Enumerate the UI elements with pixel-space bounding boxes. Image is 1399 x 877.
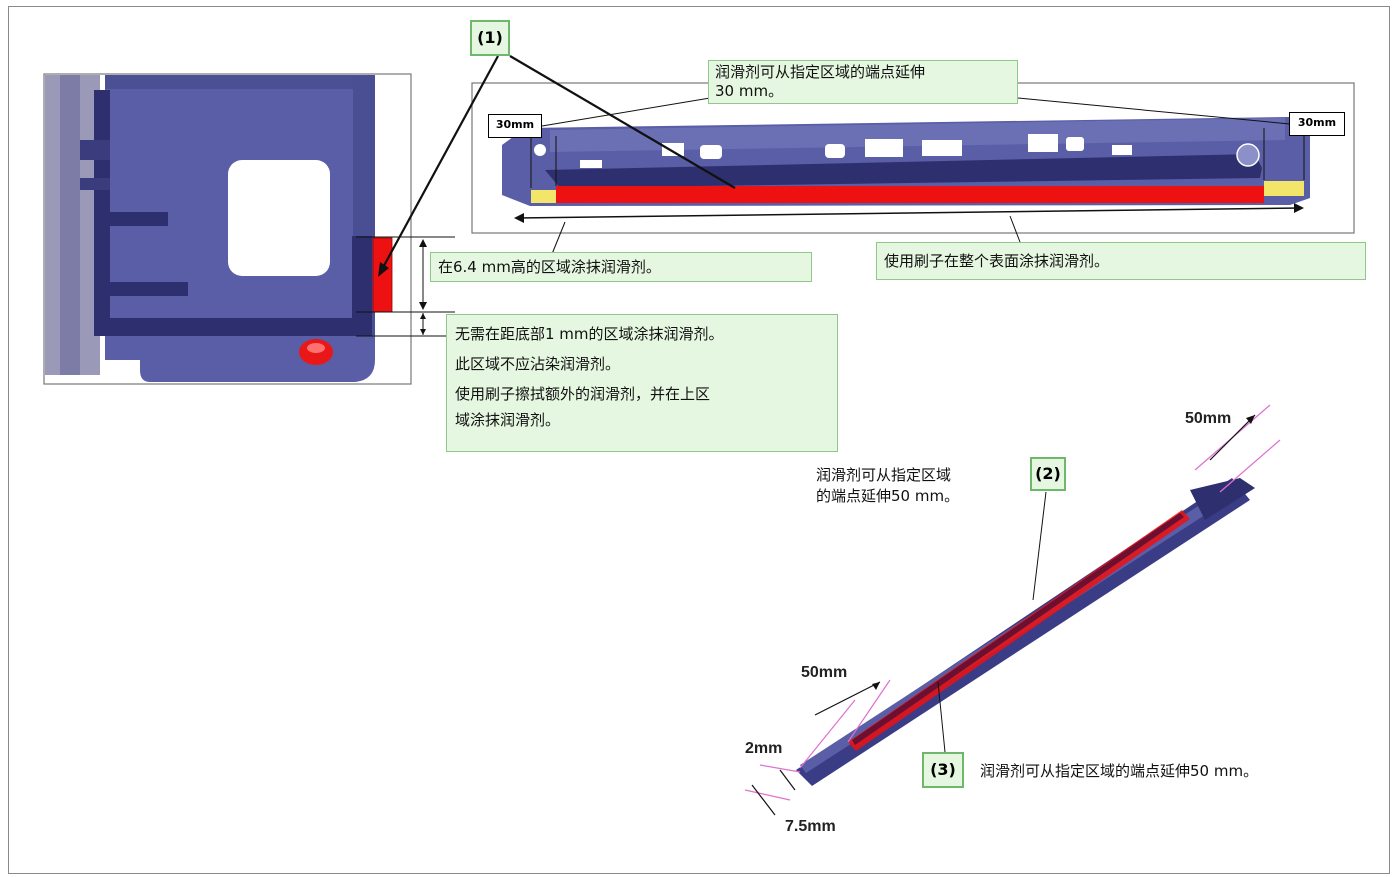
- note-line-3: 使用刷子擦拭额外的润滑剂，并在上区: [455, 385, 711, 403]
- note-extend-30mm-line2: 30 mm。: [715, 82, 784, 100]
- note-line-1: 无需在距底部1 mm的区域涂抹润滑剂。: [455, 325, 724, 343]
- callout-tag-3: (3): [922, 752, 964, 788]
- note-extend-50mm-bottom: 润滑剂可从指定区域的端点延伸50 mm。: [980, 762, 1259, 780]
- dim-50mm-bottom: 50mm: [801, 664, 848, 681]
- dim-7-5mm: 7.5mm: [785, 818, 836, 835]
- dim-30mm-left: 30mm: [488, 114, 542, 138]
- callout-tag-1: (1): [470, 20, 510, 56]
- note-extend-50mm-top: 润滑剂可从指定区域 的端点延伸50 mm。: [816, 465, 959, 507]
- note-extend-50mm-top-line2: 的端点延伸50 mm。: [816, 487, 960, 505]
- note-line-4: 域涂抹润滑剂。: [455, 411, 561, 429]
- note-bottom-1mm: 无需在距底部1 mm的区域涂抹润滑剂。 此区域不应沾染润滑剂。 使用刷子擦拭额外…: [446, 314, 838, 452]
- note-apply-6-4mm: 在6.4 mm高的区域涂抹润滑剂。: [430, 252, 812, 282]
- callout-tag-2: (2): [1030, 457, 1066, 491]
- diagonal-rail-view: [744, 404, 1281, 816]
- note-line-2: 此区域不应沾染润滑剂。: [455, 355, 621, 373]
- top-rail-view: [471, 82, 1355, 234]
- leaders-tag1: [378, 55, 1021, 277]
- dim-50mm-top: 50mm: [1185, 410, 1232, 427]
- dim-2mm: 2mm: [745, 740, 783, 757]
- note-extend-30mm: 润滑剂可从指定区域的端点延伸 30 mm。: [708, 60, 1018, 104]
- dim-30mm-right: 30mm: [1289, 112, 1345, 136]
- left-detail-view: [43, 73, 455, 385]
- note-extend-30mm-line1: 润滑剂可从指定区域的端点延伸: [715, 63, 926, 81]
- note-brush-whole-surface: 使用刷子在整个表面涂抹润滑剂。: [876, 242, 1366, 280]
- note-extend-50mm-top-line1: 润滑剂可从指定区域: [816, 466, 952, 484]
